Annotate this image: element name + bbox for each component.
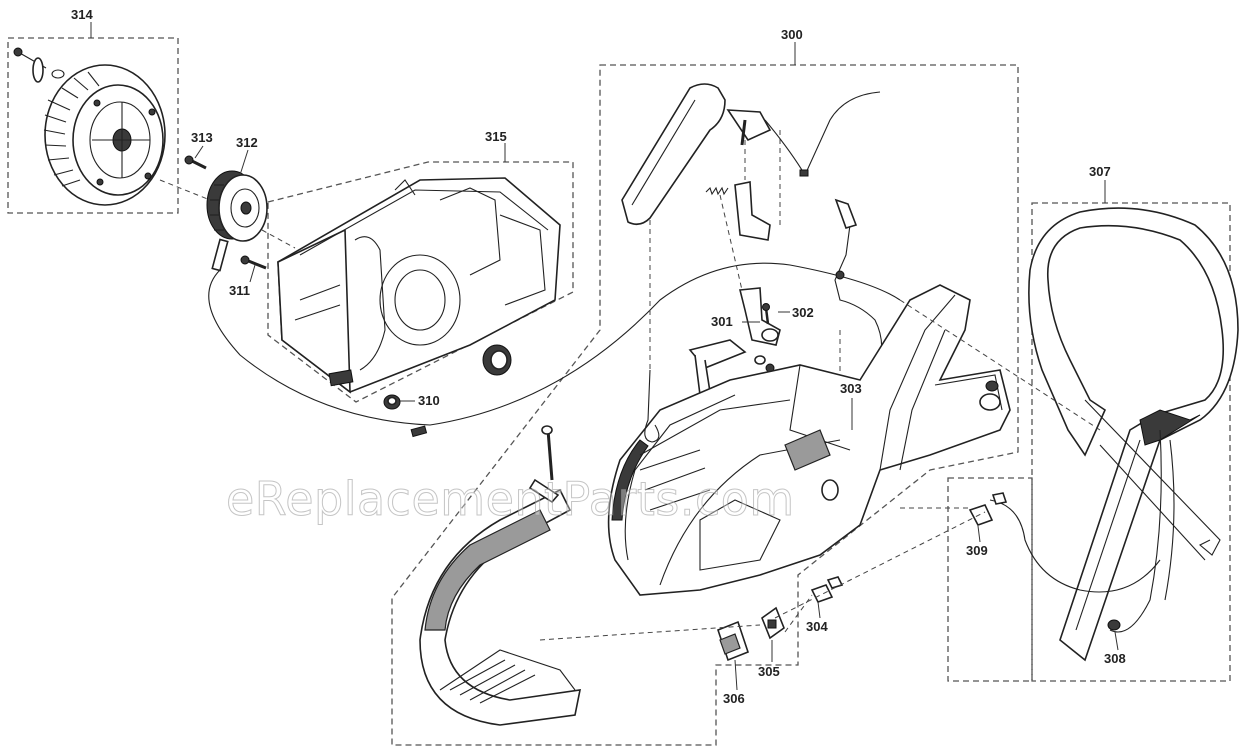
part-label-304: 304 — [806, 619, 828, 634]
part-label-301: 301 — [711, 314, 733, 329]
group-box-300 — [391, 64, 1019, 746]
part-label-309: 309 — [966, 543, 988, 558]
group-box-307 — [1031, 202, 1231, 682]
pin — [211, 238, 229, 272]
nut-310 — [383, 394, 401, 410]
part-label-314: 314 — [71, 7, 93, 22]
leader-lines — [90, 22, 1119, 691]
part-label-300: 300 — [781, 27, 803, 42]
part-label-308: 308 — [1104, 651, 1126, 666]
group-box-315 — [267, 161, 574, 403]
assembly-lines — [159, 179, 1101, 641]
part-label-315: 315 — [485, 129, 507, 144]
fan-flywheel — [43, 64, 166, 206]
part-label-306: 306 — [723, 691, 745, 706]
spring-hook — [644, 369, 660, 443]
clutch-drum — [206, 170, 268, 242]
part-label-303: 303 — [840, 381, 862, 396]
group-box-307-extension — [947, 477, 1033, 682]
watermark: eReplacementParts.com — [226, 472, 795, 527]
part-label-313: 313 — [191, 130, 213, 145]
wire-plug-309 — [900, 492, 1161, 593]
group-box-314 — [7, 37, 179, 214]
screw-308 — [1107, 619, 1121, 631]
part-label-302: 302 — [792, 305, 814, 320]
switch-305 — [761, 606, 785, 640]
screw-302 — [762, 303, 770, 325]
part-label-310: 310 — [418, 393, 440, 408]
rear-handle — [1028, 207, 1239, 662]
part-label-312: 312 — [236, 135, 258, 150]
handle-grip-cover — [621, 83, 726, 226]
part-304 — [810, 576, 844, 603]
bolt — [541, 425, 554, 481]
part-label-307: 307 — [1089, 164, 1111, 179]
motor-housing — [277, 177, 561, 394]
switch-301 — [738, 287, 781, 346]
screw-and-washer-314 — [13, 47, 65, 83]
screw-313 — [184, 155, 207, 170]
part-label-311: 311 — [229, 283, 250, 298]
spring — [705, 186, 729, 196]
trigger-assembly — [726, 91, 881, 241]
part-label-305: 305 — [758, 664, 780, 679]
cover-306 — [717, 620, 749, 662]
main-housing — [607, 284, 1011, 596]
screw-311 — [240, 255, 267, 270]
front-guard-plate — [419, 478, 582, 726]
cord-clip — [410, 425, 428, 438]
power-cord — [208, 262, 901, 426]
